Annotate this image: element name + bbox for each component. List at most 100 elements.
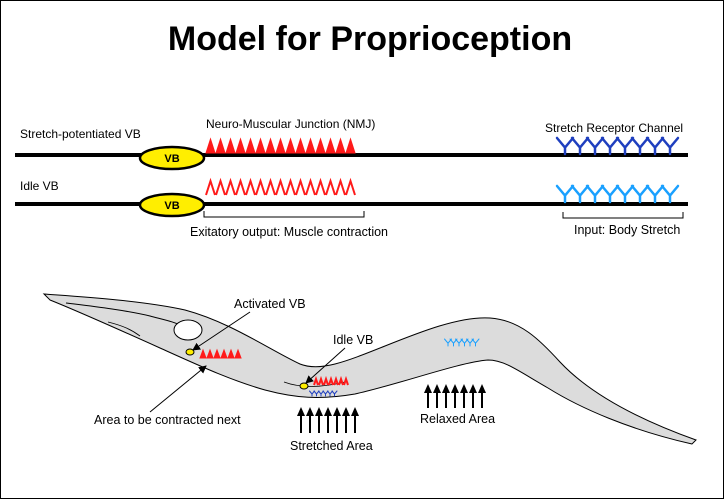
nmj-triangle [305, 177, 316, 196]
vb-cell-body-stretch-potentiated [138, 145, 206, 171]
receptor-channel [660, 136, 680, 156]
vb-cell-label-1: VB [164, 153, 179, 165]
nmj-triangle [227, 348, 235, 359]
nmj-triangle [325, 177, 336, 196]
nmj-triangle [305, 137, 316, 154]
nmj-triangle [285, 177, 296, 196]
up-arrow-head [478, 384, 486, 393]
contracted-next-label: Area to be contracted next [94, 413, 241, 427]
receptor-channel [313, 390, 320, 397]
up-arrow-head [433, 384, 441, 393]
worm-nmj-idle [313, 375, 349, 386]
worm-idle-vb [299, 382, 309, 390]
nmj-triangle [335, 177, 346, 196]
nmj-triangle [255, 177, 266, 196]
nmj-triangle [234, 348, 242, 359]
nmj-triangle [333, 375, 339, 386]
up-arrow-head [333, 407, 341, 416]
receptor-channel [660, 184, 680, 204]
excitatory-output-label: Exitatory output: Muscle contraction [190, 225, 388, 239]
worm-terminal-bulb [173, 319, 203, 341]
up-arrow-head [451, 384, 459, 393]
nmj-triangle [335, 137, 346, 154]
up-arrow-head [469, 384, 477, 393]
nmj-triangle [255, 137, 266, 154]
nmj-triangle [328, 375, 334, 386]
receptor-channel [331, 390, 338, 397]
receptor-channel [460, 338, 469, 347]
nmj-triangle [245, 177, 256, 196]
receptor-channel [466, 338, 474, 347]
excitatory-output-bracket [203, 211, 365, 218]
nmj-triangle [315, 177, 326, 196]
nmj-triangle [225, 177, 236, 196]
up-arrow-head [324, 407, 332, 416]
stretch-receptor-channels-open [555, 184, 680, 204]
activated-vb-pointer [192, 311, 251, 351]
receptor-channel [322, 390, 329, 397]
nmj-triangle [343, 375, 349, 386]
receptor-channel [600, 184, 620, 204]
nmj-filled-triangles [205, 137, 356, 154]
nmj-triangle [213, 348, 221, 359]
nmj-triangle [215, 137, 226, 154]
nmj-triangle [235, 177, 246, 196]
worm-body [42, 293, 697, 445]
nmj-triangle [275, 177, 286, 196]
receptor-channel [600, 136, 620, 156]
nmj-triangle [199, 348, 207, 359]
idle-vb-label: Idle VB [20, 179, 59, 193]
input-body-stretch-label: Input: Body Stretch [574, 223, 680, 237]
worm-inner-contour [107, 321, 141, 337]
nmj-label: Neuro-Muscular Junction (NMJ) [206, 117, 375, 131]
nmj-triangle [245, 137, 256, 154]
nmj-triangle [345, 137, 356, 154]
nmj-triangle [235, 137, 246, 154]
nmj-triangle [265, 177, 276, 196]
nmj-triangle [318, 375, 324, 386]
nmj-triangle [345, 177, 356, 196]
nmj-triangle [315, 137, 326, 154]
nmj-triangle [265, 137, 276, 154]
receptor-channel [444, 338, 452, 347]
receptor-channel [585, 136, 605, 156]
up-arrow-head [442, 384, 450, 393]
up-arrow-head [315, 407, 323, 416]
worm-nmj-activated [199, 348, 242, 359]
receptor-channel [570, 136, 590, 156]
vb-cell-label-2: VB [164, 200, 179, 212]
nmj-triangle [225, 137, 236, 154]
relaxed-area-arrows [424, 384, 486, 408]
nmj-triangle [205, 177, 216, 196]
worm-activated-vb [185, 348, 195, 356]
receptor-channel [615, 136, 635, 156]
up-arrow-head [342, 407, 350, 416]
worm-idle-vb-label: Idle VB [333, 333, 373, 347]
worm-pharynx [65, 302, 183, 327]
stretch-receptor-channels-closed [555, 136, 680, 156]
relaxed-area-label: Relaxed Area [420, 412, 495, 426]
receptor-channel [555, 184, 575, 204]
receptor-channel [471, 338, 480, 347]
receptor-channel [455, 338, 463, 347]
nmj-triangle [220, 348, 228, 359]
input-bracket [562, 212, 684, 219]
up-arrow-head [460, 384, 468, 393]
nmj-triangle [325, 137, 336, 154]
stretched-area-arrows [297, 407, 359, 433]
contracted-next-pointer [149, 365, 207, 413]
nmj-triangle [275, 137, 286, 154]
worm-receptors-relaxed [444, 338, 480, 347]
receptor-channel [327, 390, 333, 397]
page-title: Model for Proprioception [168, 20, 572, 58]
receptor-channel [585, 184, 605, 204]
receptor-channel [555, 136, 575, 156]
nmj-triangle [285, 137, 296, 154]
up-arrow-head [351, 407, 359, 416]
receptor-channel [645, 136, 665, 156]
nmj-triangle [205, 137, 216, 154]
receptor-channel [309, 390, 315, 397]
nmj-triangle [206, 348, 214, 359]
nmj-triangle [338, 375, 344, 386]
